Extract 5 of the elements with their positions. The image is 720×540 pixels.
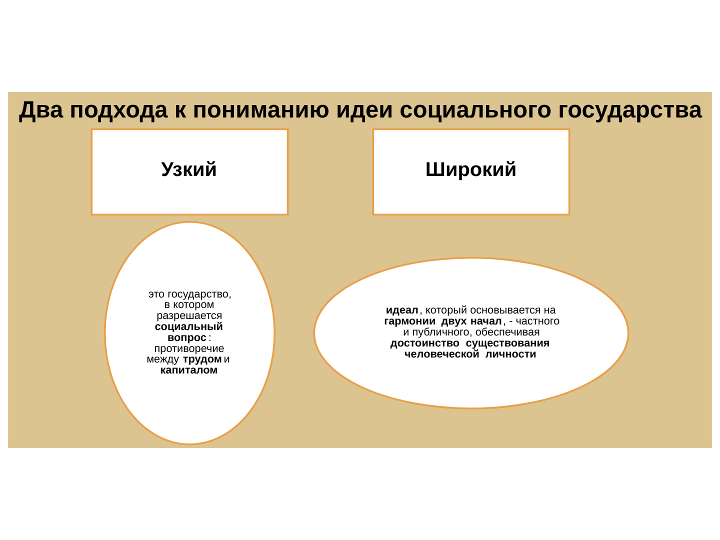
- node-ellipse: это государство, в котором разрешается социальный вопрос: противоречие между трудом и капиталом: [104, 220, 276, 446]
- node-ellipse: идеал, который основывается на гармонии двух начал, - частного и публичного, обеспечивая достоинство существования человеческой личности: [313, 256, 630, 410]
- diagram-title: Два подхода к пониманию идеи социального государства: [18, 97, 702, 124]
- node-box: Узкий: [90, 128, 289, 216]
- node-box: Широкий: [372, 128, 570, 216]
